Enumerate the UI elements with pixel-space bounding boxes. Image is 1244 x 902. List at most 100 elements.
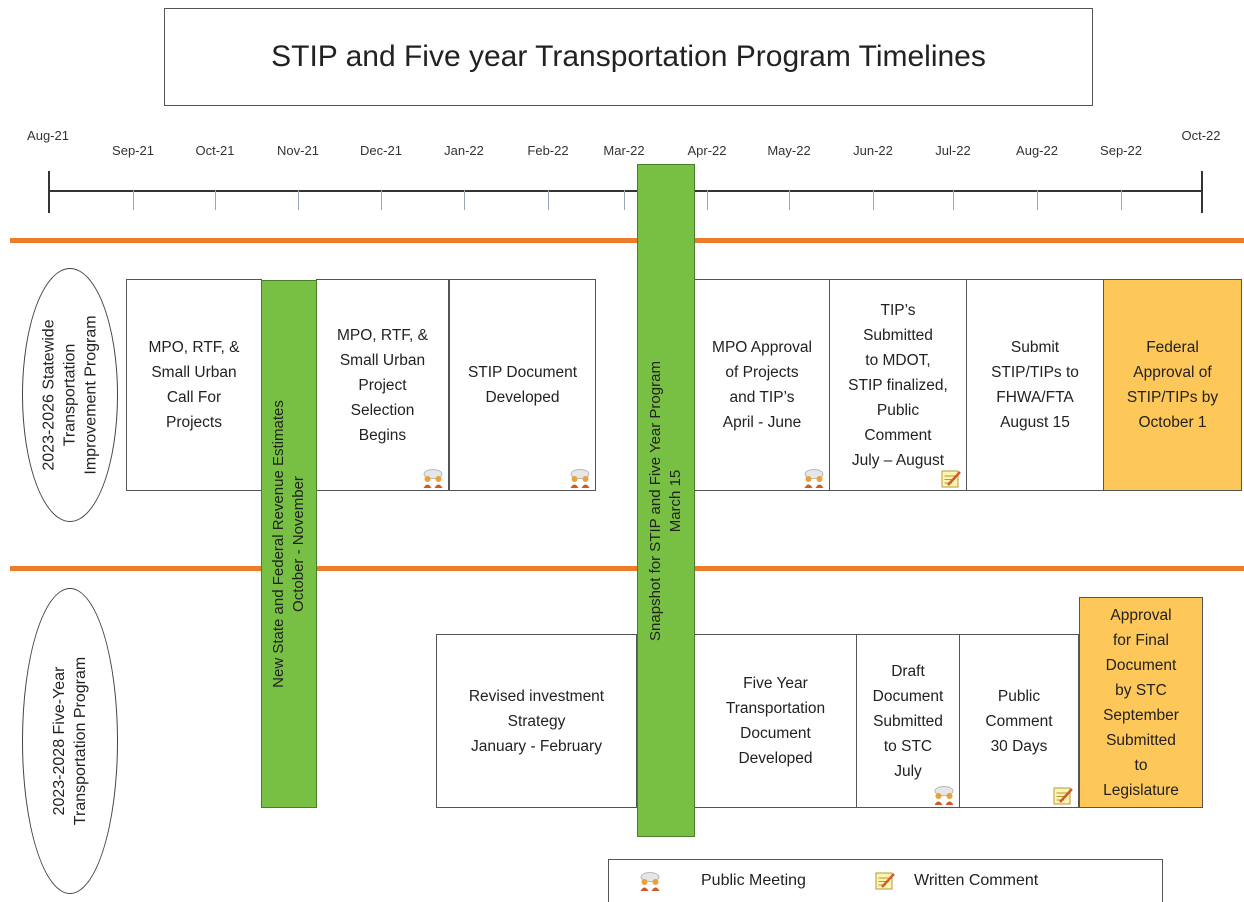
month-tick (873, 190, 874, 210)
five-year-step-line: for Final (1112, 631, 1169, 649)
month-label: Sep-22 (1100, 143, 1142, 158)
stip-row-label-line: Transportation (61, 343, 79, 447)
stip-step-line: Submitted (863, 326, 933, 344)
month-label: Aug-22 (1016, 143, 1058, 158)
stip-step-line: Developed (485, 389, 560, 406)
month-tick (624, 190, 625, 210)
diagram-title: STIP and Five year Transportation Progra… (164, 8, 1093, 106)
five-year-step-line: Approval (1110, 606, 1172, 624)
month-label: Oct-22 (1181, 128, 1221, 143)
month-label: Apr-22 (687, 143, 727, 158)
stip-step-line: and TIP’s (729, 389, 795, 406)
revenue-estimates-line: October - November (290, 476, 307, 612)
stip-step-line: STIP/TIPs by (1126, 389, 1219, 406)
stip-step-line: TIP’s (880, 301, 916, 319)
stip-step-line: FHWA/FTA (996, 389, 1074, 406)
stip-step-line: MPO, RTF, & (148, 339, 240, 356)
stip-step-line: Small Urban (339, 351, 426, 369)
month-tick (707, 190, 708, 210)
month-tick (215, 190, 216, 210)
timeline-end-tick (1201, 171, 1203, 213)
stip-step-line: MPO, RTF, & (336, 326, 428, 344)
stip-step-line: July – August (851, 451, 945, 469)
written-comment-icon (941, 470, 961, 488)
five-year-step-line: Revised investment (468, 687, 605, 705)
month-label: Oct-21 (195, 143, 235, 158)
stip-step-line: Submit (1010, 339, 1060, 356)
five-year-step-line: Transportation (725, 700, 826, 717)
month-label: May-22 (767, 143, 811, 158)
five-year-step-line: to STC (883, 737, 933, 755)
month-label: Dec-21 (360, 143, 402, 158)
five-year-step-line: January - February (471, 737, 602, 755)
stip-step-line: Comment (864, 426, 932, 444)
month-label: Nov-21 (277, 143, 319, 158)
public-meeting-icon (423, 469, 443, 488)
stip-step-line: Project (358, 376, 407, 394)
stip-step-line: Call For (166, 389, 222, 406)
stip-step-line: Public (876, 401, 920, 419)
public-meeting-icon (804, 469, 824, 488)
public-meeting-icon (934, 786, 954, 805)
five-year-step-line: Draft (891, 662, 925, 680)
five-year-step-line: Document (1105, 656, 1177, 674)
stip-step-line: STIP/TIPs to (991, 364, 1079, 381)
five-year-step-line: to (1134, 756, 1148, 774)
public-meeting-icon (640, 872, 660, 891)
month-tick (953, 190, 954, 210)
five-year-step-line: July (894, 762, 922, 780)
five-year-step-line: Five Year (743, 675, 808, 692)
stip-step-line: STIP Document (467, 364, 578, 381)
month-tick (298, 190, 299, 210)
month-tick (789, 190, 790, 210)
stip-step-line: of Projects (725, 364, 799, 381)
legend-public-meeting-label: Public Meeting (701, 872, 806, 889)
month-tick (464, 190, 465, 210)
stip-step-line: MPO Approval (712, 339, 812, 356)
stip-step-line: Small Urban (151, 364, 237, 381)
month-tick (1037, 190, 1038, 210)
month-label: Feb-22 (527, 143, 569, 158)
stip-step-line: Projects (165, 414, 222, 431)
stip-step-line: STIP finalized, (848, 376, 948, 394)
public-meeting-icon (570, 469, 590, 488)
five-year-row-label-line: 2023-2028 Five-Year (51, 666, 68, 816)
middle-divider (10, 566, 1244, 571)
five-year-step-line: Legislature (1103, 781, 1179, 799)
five-year-step-line: Document (872, 687, 944, 705)
stip-step-line: to MDOT, (865, 351, 931, 369)
timeline-axis (49, 190, 1203, 192)
month-label: Mar-22 (603, 143, 645, 158)
stip-step-line: August 15 (1000, 414, 1070, 431)
month-label: Jan-22 (444, 143, 484, 158)
five-year-step-line: Comment (985, 712, 1053, 730)
written-comment-icon (875, 872, 895, 890)
month-tick (381, 190, 382, 210)
five-year-step-line: by STC (1115, 681, 1167, 699)
stip-step-line: October 1 (1138, 414, 1207, 431)
legend: Public Meeting Written Comment (608, 859, 1163, 902)
